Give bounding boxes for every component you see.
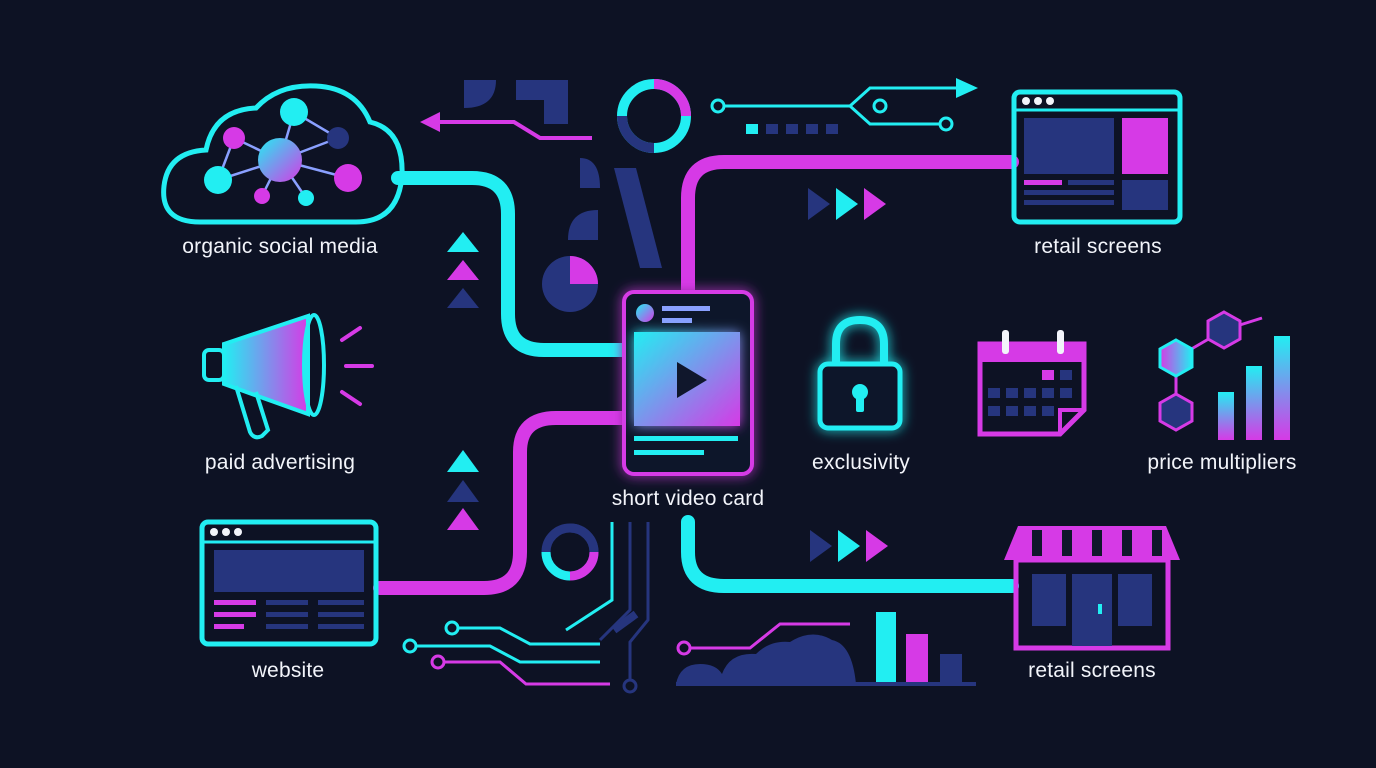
pipe-card-to-retail-top	[681, 155, 1019, 307]
decor-bottom-donut	[541, 523, 599, 581]
pipe-organic-to-card	[391, 171, 635, 357]
label-retail-screens-top: retail screens	[1034, 235, 1162, 258]
pipe-card-to-retail-bottom	[681, 515, 1019, 593]
label-retail-screens-bottom: retail screens	[1028, 659, 1156, 682]
label-short-video-card: short video card	[611, 487, 765, 510]
decor-bottom-circuit	[402, 522, 650, 694]
decor-top-circuit	[710, 86, 960, 132]
video-card-icon	[622, 290, 754, 476]
right-triangles-top	[808, 188, 886, 220]
label-paid-advertising: paid advertising	[204, 451, 356, 474]
cloud-network-icon	[161, 83, 405, 225]
arrow-right-icon	[956, 78, 978, 98]
decor-top-center	[420, 79, 691, 312]
storefront-icon	[1004, 526, 1180, 651]
label-exclusivity: exclusivity	[812, 451, 910, 474]
up-triangles-bottom	[447, 450, 479, 530]
up-triangles-top	[447, 232, 479, 308]
pipe-website-to-card	[373, 411, 635, 595]
lock-icon	[817, 315, 903, 431]
label-organic-social-media: organic social media	[182, 235, 378, 258]
label-price-multipliers: price multipliers	[1147, 451, 1297, 474]
dashed-squares	[746, 124, 838, 134]
decor-bottom-skyline	[676, 612, 976, 686]
calendar-icon	[977, 330, 1087, 437]
right-triangles-bottom	[810, 530, 888, 562]
play-icon	[677, 362, 707, 398]
price-multiplier-icon	[1158, 310, 1290, 440]
label-website: website	[251, 659, 325, 682]
connector-lines	[373, 155, 1019, 595]
retail-screen-window-icon	[1011, 89, 1183, 225]
browser-window-icon	[199, 519, 379, 647]
megaphone-icon	[202, 313, 374, 440]
